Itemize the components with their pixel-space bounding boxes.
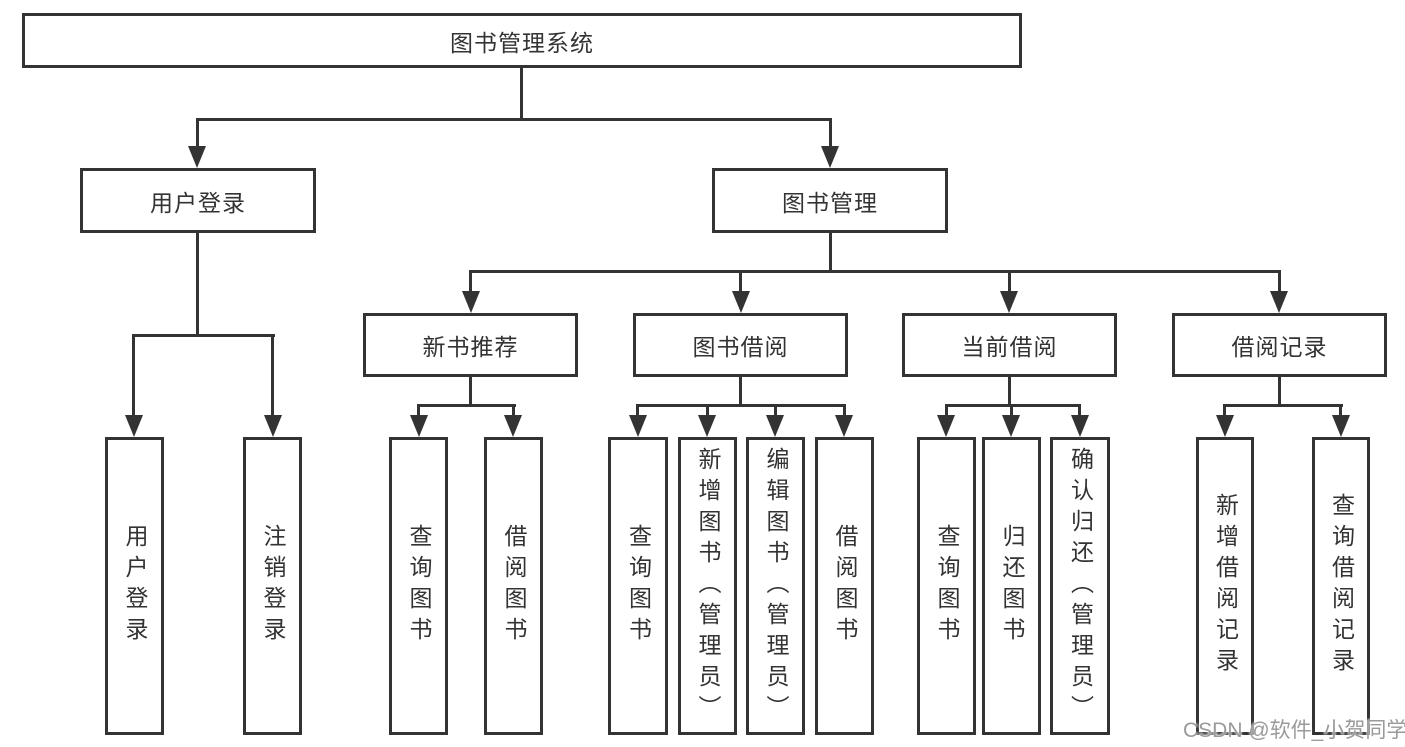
arrow-down-icon: [821, 146, 839, 168]
node-book-borrowing: 图书借阅: [633, 313, 848, 377]
connector-arm-leaf-logout: [271, 334, 274, 419]
connector-arm-c2: [706, 404, 709, 419]
arrow-down-icon: [125, 415, 143, 437]
arrow-down-icon: [188, 146, 206, 168]
connector-user-login-stem: [196, 233, 199, 337]
leaf-logout-label: 注销登录: [260, 524, 286, 648]
node-book-management-label: 图书管理: [782, 189, 878, 216]
leaf-user-login-label: 用户登录: [122, 524, 148, 648]
node-new-book-recommend-label: 新书推荐: [422, 334, 519, 360]
node-user-login: 用户登录: [80, 168, 316, 233]
leaf-query-books-recommend-label: 查询图书: [406, 524, 432, 648]
arrow-down-icon: [766, 415, 784, 437]
node-root-label: 图书管理系统: [450, 29, 594, 56]
connector-current-borrowing-splitter: [945, 404, 1081, 407]
arrow-down-icon: [835, 415, 853, 437]
arrow-down-icon: [462, 291, 480, 313]
leaf-query-books-recommend: 查询图书: [389, 437, 448, 735]
connector-arm-d1: [945, 404, 948, 419]
connector-book-borrowing-stem: [739, 377, 742, 407]
node-current-borrowing-label: 当前借阅: [961, 334, 1058, 360]
connector-new-book-recommend-splitter: [417, 404, 516, 407]
leaf-return-books-label: 归还图书: [999, 524, 1025, 648]
connector-arm-e1: [1223, 404, 1226, 419]
leaf-add-borrow-record: 新增借阅记录: [1196, 437, 1254, 735]
connector-arm-e2: [1339, 404, 1342, 419]
arrow-down-icon: [698, 415, 716, 437]
arrow-down-icon: [410, 415, 428, 437]
arrow-down-icon: [264, 415, 282, 437]
arrow-down-icon: [1270, 291, 1288, 313]
leaf-query-books-current-label: 查询图书: [934, 524, 960, 648]
connector-current-borrowing-stem: [1008, 377, 1011, 407]
connector-arm-c4: [843, 404, 846, 419]
arrow-down-icon: [1002, 415, 1020, 437]
connector-arm-b2: [512, 404, 515, 419]
connector-book-borrowing-splitter: [636, 404, 846, 407]
arrow-down-icon: [1332, 415, 1350, 437]
connector-book-management-stem: [829, 233, 832, 273]
leaf-borrow-books-recommend-label: 借阅图书: [501, 524, 527, 648]
csdn-watermark: CSDN @软件_小贺同学: [1183, 719, 1405, 742]
connector-arm-d2: [1010, 404, 1013, 419]
arrow-down-icon: [732, 291, 750, 313]
connector-arm-d3: [1078, 404, 1081, 419]
leaf-user-login: 用户登录: [105, 437, 164, 735]
node-book-borrowing-label: 图书借阅: [692, 334, 789, 360]
leaf-logout: 注销登录: [243, 437, 302, 735]
arrow-down-icon: [1071, 415, 1089, 437]
connector-borrowing-records-splitter: [1223, 404, 1343, 407]
arrow-down-icon: [1000, 291, 1018, 313]
node-book-management: 图书管理: [712, 168, 948, 233]
node-root: 图书管理系统: [22, 13, 1022, 68]
leaf-edit-books-admin: 编辑图书（管理员）: [746, 437, 805, 735]
leaf-add-books-admin: 新增图书（管理员）: [678, 437, 737, 735]
leaf-borrow-books: 借阅图书: [815, 437, 874, 735]
connector-drop-new-book-recommend: [469, 270, 472, 295]
connector-drop-book-borrowing: [739, 270, 742, 295]
leaf-edit-books-admin-label: 编辑图书（管理员）: [763, 446, 789, 726]
node-current-borrowing: 当前借阅: [902, 313, 1117, 377]
connector-arm-c1: [636, 404, 639, 419]
connector-new-book-recommend-stem: [469, 377, 472, 407]
leaf-confirm-return-admin: 确认归还（管理员）: [1050, 437, 1110, 735]
leaf-return-books: 归还图书: [982, 437, 1041, 735]
leaf-query-books-current: 查询图书: [917, 437, 976, 735]
leaf-add-borrow-record-label: 新增借阅记录: [1212, 493, 1239, 679]
arrow-down-icon: [629, 415, 647, 437]
node-borrowing-records-label: 借阅记录: [1231, 334, 1328, 360]
connector-root-splitter: [196, 118, 832, 121]
leaf-query-borrow-record: 查询借阅记录: [1312, 437, 1370, 735]
arrow-down-icon: [937, 415, 955, 437]
leaf-borrow-books-recommend: 借阅图书: [484, 437, 543, 735]
arrow-down-icon: [1216, 415, 1234, 437]
connector-arm-c3: [774, 404, 777, 419]
node-user-login-label: 用户登录: [150, 189, 246, 216]
leaf-confirm-return-admin-label: 确认归还（管理员）: [1067, 446, 1094, 726]
connector-drop-book-management: [829, 118, 832, 150]
connector-arm-leaf-user-login: [132, 334, 135, 419]
connector-book-management-splitter: [469, 270, 1281, 273]
connector-drop-borrowing-records: [1278, 270, 1281, 295]
node-new-book-recommend: 新书推荐: [363, 313, 578, 377]
leaf-query-books-borrowing: 查询图书: [608, 437, 668, 735]
leaf-query-books-borrowing-label: 查询图书: [625, 524, 652, 648]
connector-drop-current-borrowing: [1008, 270, 1011, 295]
node-borrowing-records: 借阅记录: [1172, 313, 1387, 377]
connector-borrowing-records-stem: [1278, 377, 1281, 407]
connector-drop-user-login: [196, 118, 199, 150]
connector-arm-b1: [417, 404, 420, 419]
connector-user-login-splitter: [132, 334, 275, 337]
leaf-add-books-admin-label: 新增图书（管理员）: [695, 446, 721, 726]
leaf-borrow-books-label: 借阅图书: [832, 524, 858, 648]
connector-root-stem: [520, 68, 523, 121]
leaf-query-borrow-record-label: 查询借阅记录: [1328, 493, 1355, 679]
arrow-down-icon: [504, 415, 522, 437]
